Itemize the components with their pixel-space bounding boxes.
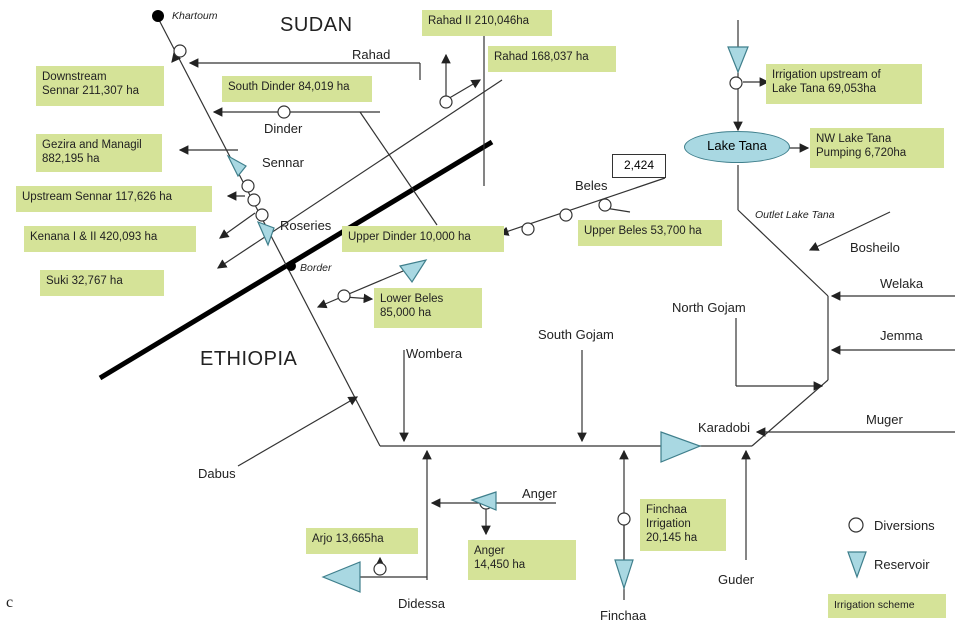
label-outlet-lake-tana: Outlet Lake Tana: [755, 209, 835, 221]
label-anger: Anger: [522, 486, 557, 501]
country-ethiopia: ETHIOPIA: [200, 348, 298, 370]
scheme-tana-upstream: Irrigation upstream of Lake Tana 69,053h…: [766, 64, 922, 104]
beles-value-box: 2,424: [612, 154, 666, 178]
scheme-suki: Suki 32,767 ha: [40, 270, 164, 296]
reservoir-icon: [614, 559, 634, 590]
label-didessa: Didessa: [398, 596, 445, 611]
scheme-rahad: Rahad 168,037 ha: [488, 46, 616, 72]
label-border: Border: [300, 262, 332, 274]
label-roseries: Roseries: [280, 218, 332, 233]
scheme-anger: Anger 14,450 ha: [468, 540, 576, 580]
label-dabus: Dabus: [198, 466, 236, 481]
scheme-upper-beles: Upper Beles 53,700 ha: [578, 220, 722, 246]
diversion-icon: [617, 512, 631, 526]
label-guder: Guder: [718, 572, 755, 587]
reservoir-icon: [660, 431, 702, 463]
label-khartoum: Khartoum: [172, 10, 218, 22]
legend-diversion-icon: [848, 517, 864, 533]
diversions-group: [173, 44, 864, 576]
diversion-icon: [277, 105, 291, 119]
diversion-icon: [521, 222, 535, 236]
label-muger: Muger: [866, 412, 903, 427]
scheme-arjo: Arjo 13,665ha: [306, 528, 418, 554]
label-rahad: Rahad: [352, 47, 391, 62]
label-wombera: Wombera: [406, 346, 463, 361]
diversion-icon: [729, 76, 743, 90]
diversion-icon: [173, 44, 187, 58]
label-finchaa: Finchaa: [600, 608, 647, 623]
label-sennar: Sennar: [262, 155, 304, 170]
scheme-lower-beles: Lower Beles 85,000 ha: [374, 288, 482, 328]
reservoir-icon: [470, 491, 497, 511]
lake-tana: Lake Tana: [684, 131, 790, 163]
scheme-downstream-sennar: Downstream Sennar 211,307 ha: [36, 66, 164, 106]
scheme-rahad2: Rahad II 210,046ha: [422, 10, 552, 36]
scheme-south-dinder: South Dinder 84,019 ha: [222, 76, 372, 102]
reservoirs-group: [226, 46, 867, 593]
diversion-icon: [439, 95, 453, 109]
diversion-icon: [255, 208, 269, 222]
legend-reservoir-icon: [847, 551, 867, 579]
label-jemma: Jemma: [880, 328, 923, 343]
panel-letter: c: [6, 594, 14, 611]
label-south-gojam: South Gojam: [538, 327, 614, 342]
border-line: [98, 139, 494, 381]
diversion-icon: [247, 193, 261, 207]
reservoir-icon: [226, 154, 247, 178]
diversion-icon: [241, 179, 255, 193]
reservoir-icon: [398, 259, 428, 284]
scheme-nw-tana: NW Lake Tana Pumping 6,720ha: [810, 128, 944, 168]
scheme-finchaa: Finchaa Irrigation 20,145 ha: [640, 499, 726, 551]
label-dinder: Dinder: [264, 121, 303, 136]
diversion-icon: [373, 562, 387, 576]
reservoir-icon: [256, 220, 275, 247]
diversion-icon: [598, 198, 612, 212]
border-dot: [286, 261, 296, 271]
diversion-icon: [337, 289, 351, 303]
diversion-icon: [559, 208, 573, 222]
label-beles: Beles: [575, 178, 608, 193]
label-welaka: Welaka: [880, 276, 924, 291]
scheme-kenana: Kenana I & II 420,093 ha: [24, 226, 196, 252]
scheme-gezira: Gezira and Managil 882,195 ha: [36, 134, 162, 172]
legend-reservoir-label: Reservoir: [874, 557, 930, 572]
reservoir-icon: [727, 46, 749, 74]
country-sudan: SUDAN: [280, 14, 353, 36]
label-bosheilo: Bosheilo: [850, 240, 900, 255]
khartoum-dot: [152, 10, 164, 22]
scheme-upstream-sennar: Upstream Sennar 117,626 ha: [16, 186, 212, 212]
legend-diversions-label: Diversions: [874, 518, 935, 533]
label-karadobi: Karadobi: [698, 420, 751, 435]
scheme-upper-dinder: Upper Dinder 10,000 ha: [342, 226, 504, 252]
legend-irrigation-scheme: Irrigation scheme: [828, 594, 946, 618]
label-north-gojam: North Gojam: [672, 300, 746, 315]
reservoir-icon: [321, 561, 361, 593]
